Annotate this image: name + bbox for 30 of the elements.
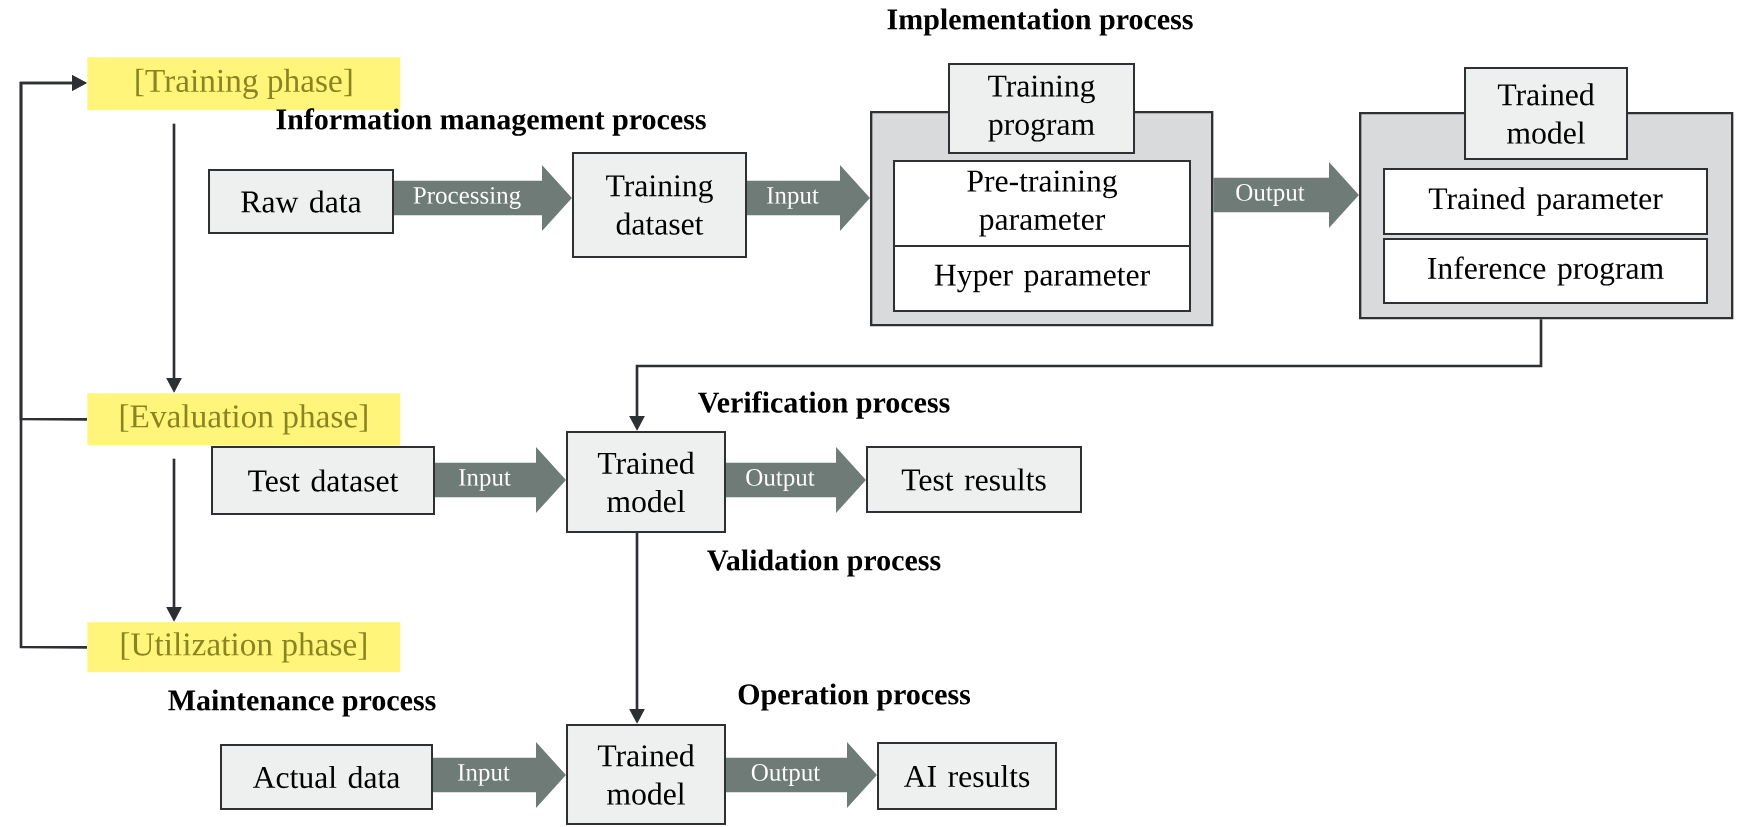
process-box: Trained model — [566, 724, 726, 825]
process-heading: Implementation process — [887, 8, 1193, 36]
process-box: Trained model — [1464, 67, 1628, 160]
connector-arrow — [19, 75, 87, 421]
parameter-box: Inference program — [1383, 238, 1708, 304]
process-heading: Operation process — [738, 683, 971, 711]
process-box: Trained model — [566, 431, 726, 533]
process-heading: Verification process — [698, 391, 950, 419]
process-box: Training program — [948, 63, 1135, 154]
process-box: Actual data — [220, 744, 433, 810]
arrow-label: Processing — [411, 185, 523, 211]
process-heading: Maintenance process — [168, 689, 436, 717]
parameter-box: Trained parameter — [1383, 168, 1708, 235]
process-box: Raw data — [208, 169, 394, 234]
parameter-box: Pre-training parameter — [893, 160, 1191, 247]
arrow-label: Input — [764, 185, 821, 211]
process-box: Training dataset — [572, 152, 747, 258]
highlighted-phase-label: [Utilization phase] — [87, 622, 401, 673]
process-box: AI results — [877, 742, 1057, 810]
arrow-label: Input — [456, 467, 513, 493]
process-box: Test results — [866, 446, 1082, 513]
process-box: Test dataset — [211, 446, 435, 515]
highlighted-phase-label: [Evaluation phase] — [87, 393, 401, 446]
process-heading: Information management process — [276, 108, 706, 136]
process-heading: Validation process — [707, 549, 941, 577]
arrow-label: Output — [749, 762, 822, 788]
arrow-label: Output — [1233, 182, 1307, 208]
arrow-label: Input — [455, 762, 512, 788]
parameter-box: Hyper parameter — [893, 245, 1191, 312]
arrow-label: Output — [743, 467, 817, 493]
